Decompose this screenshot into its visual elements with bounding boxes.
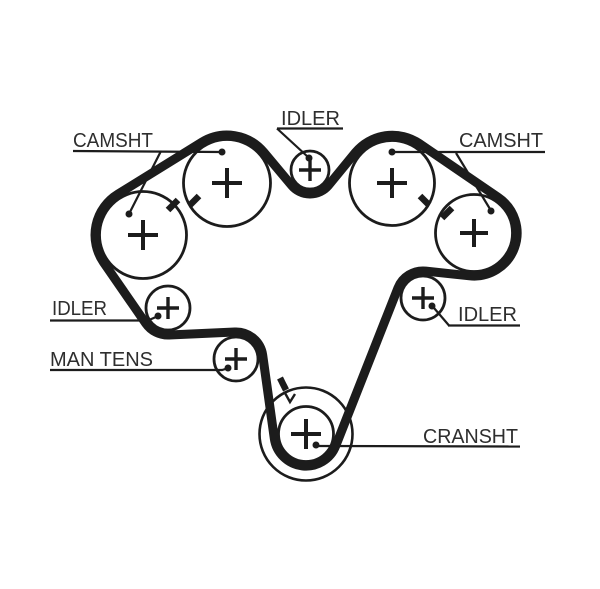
idler-right-leader-diagonal <box>433 307 450 327</box>
cross-idler-right <box>412 287 434 309</box>
camshaft-left-leader-diagonal <box>129 150 162 213</box>
camshaft-left-pointer-dot-inner <box>218 148 226 156</box>
idler-left-label: IDLER <box>52 298 107 320</box>
cross-camshaft-inner-left <box>212 168 242 198</box>
idler-left-leader-line <box>50 315 158 322</box>
cross-camshaft-outer-right <box>460 219 488 247</box>
camshaft-left-leader-line <box>72 149 221 154</box>
camshaft-right-pointer-dot-outer <box>487 207 495 215</box>
cross-idler-top <box>299 159 321 181</box>
center-cross-marks <box>128 159 488 449</box>
cross-crankshaft <box>291 419 321 449</box>
timing-belt <box>90 130 522 471</box>
manual-tensioner-pointer-dot <box>224 364 232 372</box>
crankshaft-outer-ring <box>258 386 354 482</box>
label-idler-right: IDLER <box>428 302 520 327</box>
idler-left-pointer-dot <box>154 312 162 320</box>
label-camshaft-right: CAMSHT <box>388 130 545 215</box>
timing-mark-crankshaft <box>277 376 289 392</box>
camshaft-right-leader-diagonal <box>455 152 491 210</box>
timing-marks <box>165 193 455 405</box>
crankshaft-pointer-dot <box>312 441 320 449</box>
label-idler-top: IDLER <box>276 108 343 162</box>
timing-mark-outer-left <box>165 197 181 213</box>
idler-right-pointer-dot <box>428 302 436 310</box>
crankshaft-pointer-notch <box>283 392 297 405</box>
timing-mark-inner-right <box>417 193 432 208</box>
crankshaft-leader-line <box>317 444 521 448</box>
idler-right-label: IDLER <box>458 304 517 326</box>
timing-mark-inner-left <box>187 193 202 208</box>
cross-manual-tensioner <box>225 348 247 370</box>
idler-top-label: IDLER <box>281 108 340 130</box>
idler-top-leader-diagonal <box>276 127 309 158</box>
camshaft-left-pointer-dot-outer <box>125 210 133 218</box>
manual-tensioner-label: MAN TENS <box>50 349 153 371</box>
label-manual-tensioner: MAN TENS <box>50 349 232 372</box>
camshaft-right-pointer-dot-inner <box>388 148 396 156</box>
idler-top-pointer-dot <box>305 154 313 162</box>
camshaft-left-label: CAMSHT <box>73 130 153 152</box>
cross-camshaft-inner-right <box>377 168 407 198</box>
timing-mark-outer-right <box>439 205 455 221</box>
cross-idler-left <box>157 297 179 319</box>
label-crankshaft: CRANSHT <box>312 426 521 449</box>
pulleys <box>98 138 514 482</box>
label-idler-left: IDLER <box>50 298 162 322</box>
cross-camshaft-outer-left <box>128 220 158 250</box>
label-camshaft-left: CAMSHT <box>72 130 226 218</box>
camshaft-right-label: CAMSHT <box>459 130 543 152</box>
crankshaft-label: CRANSHT <box>423 426 518 448</box>
